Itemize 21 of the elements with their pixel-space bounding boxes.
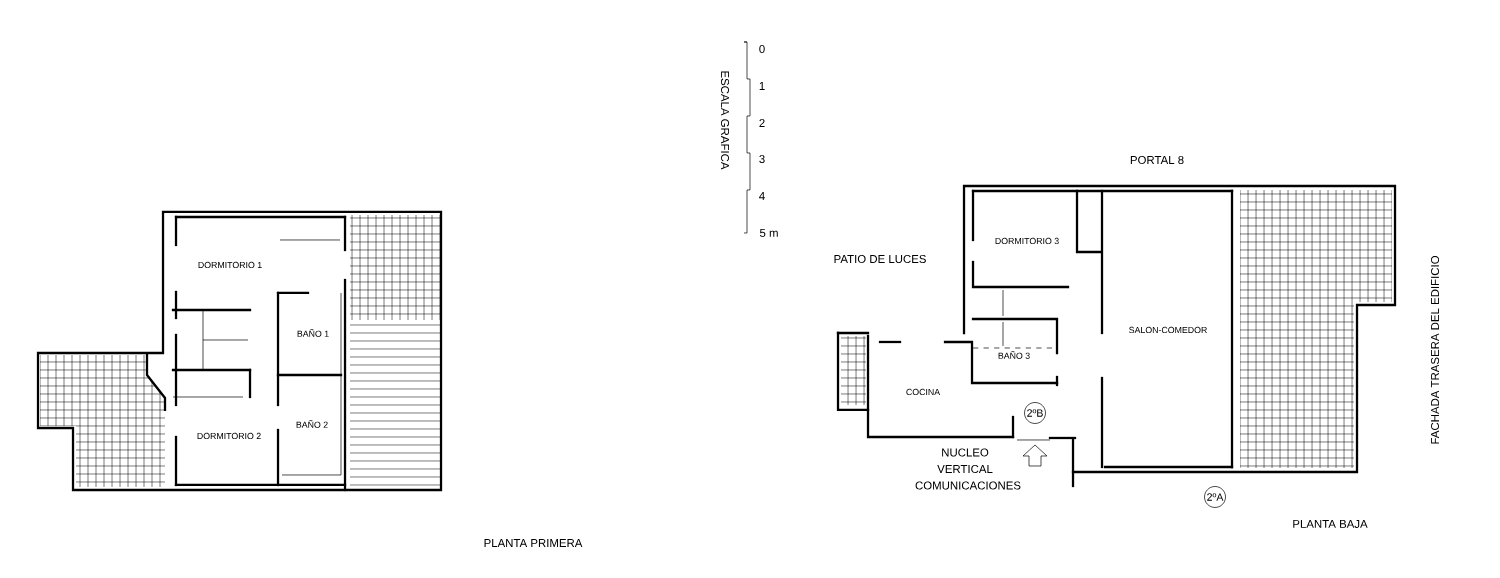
scale-number: 0 <box>759 44 765 54</box>
room-label: DORMITORIO 1 <box>198 261 262 269</box>
room-label: COCINA <box>906 388 941 396</box>
location-label: NUCLEO VERTICAL COMUNICACIONES <box>915 448 1021 490</box>
scale-title: ESCALA GRAFICA <box>720 71 730 170</box>
room-label: BAÑO 2 <box>296 420 328 428</box>
plan-title: PLANTA BAJA <box>1293 520 1368 528</box>
room-label: DORMITORIO 2 <box>197 432 261 440</box>
facade-label: FACHADA TRASERA DEL EDIFICIO <box>1431 256 1440 444</box>
plan-title: PLANTA PRIMERA <box>484 539 583 547</box>
location-label: PORTAL 8 <box>1130 155 1184 165</box>
room-label: DORMITORIO 3 <box>995 237 1059 245</box>
room-label: SALON-COMEDOR <box>1129 326 1207 334</box>
room-label: BAÑO 3 <box>998 351 1030 359</box>
scale-number: 1 <box>759 82 765 90</box>
room-label: BAÑO 1 <box>297 329 329 337</box>
location-label: PATIO DE LUCES <box>834 254 926 264</box>
scale-number: 3 <box>759 154 765 164</box>
scale-number: 5 m <box>759 229 778 237</box>
scale-number: 4 <box>759 192 765 200</box>
scale-number: 2 <box>759 119 765 127</box>
